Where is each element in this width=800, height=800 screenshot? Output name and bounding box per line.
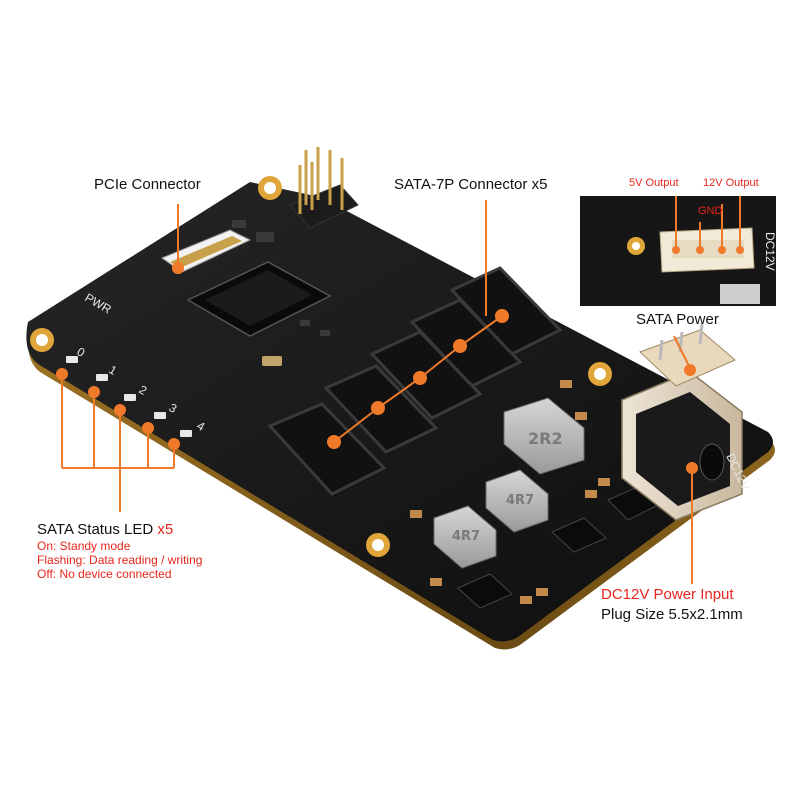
controller-chip: [186, 261, 332, 337]
pcie-connector-label: PCIe Connector: [94, 176, 201, 193]
plug-size-label: Plug Size 5.5x2.1mm: [601, 606, 743, 623]
sata-power-label: SATA Power: [636, 311, 719, 328]
sata-connector-1: [267, 402, 387, 496]
sata-status-led-text: SATA Status LED: [37, 521, 158, 538]
status-leds: [66, 356, 192, 437]
svg-text:2R2: 2R2: [528, 429, 563, 448]
sata-status-led-label: SATA Status LED x5: [37, 522, 173, 537]
12v-output-label: 12V Output: [703, 177, 759, 189]
sata-7p-connector-label: SATA-7P Connector x5: [394, 176, 548, 193]
dc-barrel-jack: DC12V: [621, 323, 753, 521]
smd-components: [232, 220, 610, 604]
inductor-4r7-mid: 4R7: [485, 469, 549, 533]
mounting-holes: [30, 176, 612, 557]
gnd-label: GND: [698, 205, 723, 217]
pin-header: [289, 147, 359, 229]
5v-output-label: 5V Output: [629, 177, 679, 189]
svg-text:4R7: 4R7: [452, 529, 480, 544]
inductor-2r2: 2R2: [503, 397, 585, 475]
dc12v-input-label: DC12V Power Input: [601, 586, 734, 603]
led-on-description: On: Standy mode: [37, 539, 131, 553]
led-flashing-description: Flashing: Data reading / writing: [37, 553, 203, 567]
crystal: [262, 356, 282, 366]
svg-text:4R7: 4R7: [506, 493, 534, 508]
led-off-description: Off: No device connected: [37, 567, 172, 581]
sata-power-inset: DC12V: [580, 196, 777, 306]
annotation-dots: [56, 262, 698, 474]
svg-text:DC12V: DC12V: [763, 232, 777, 271]
inductor-4r7-small: 4R7: [433, 505, 497, 569]
sata-status-led-count: x5: [157, 521, 174, 538]
